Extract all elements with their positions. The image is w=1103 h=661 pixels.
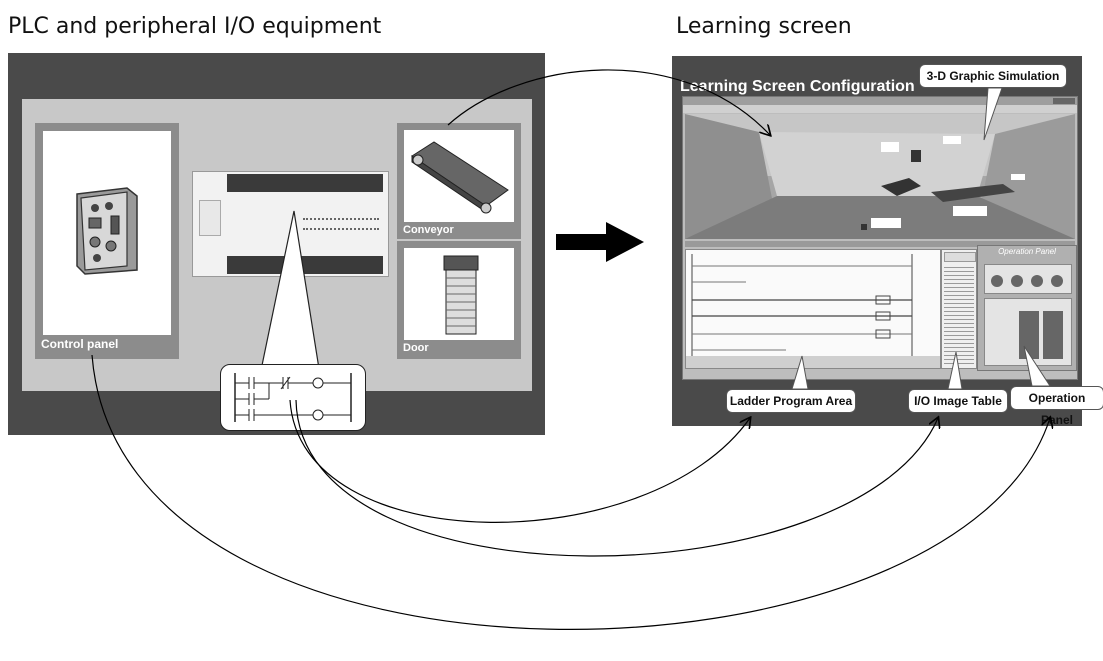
callout-3d-graphic-simulation: 3-D Graphic Simulation [919,64,1067,88]
conveyor-slot[interactable]: Conveyor [397,123,521,239]
dial-icon[interactable] [1011,275,1023,287]
control-panel-slot[interactable]: Control panel [35,123,179,359]
bottom-divider [685,241,1075,247]
dial-icon[interactable] [1031,275,1043,287]
plc-inner-panel: Control panel [22,99,532,431]
operation-panel-header: Operation Panel [998,247,1056,256]
simulation-window[interactable]: Operation Panel [682,96,1078,380]
conveyor-icon [411,141,509,214]
control-panel-image-area [43,131,171,335]
plc-front-cover [199,200,221,236]
dial-icon[interactable] [1051,275,1063,287]
door-slot[interactable]: Door [397,241,521,359]
io-table-header [944,252,976,262]
callout-pointers [791,87,1051,390]
switch-block[interactable] [1043,311,1063,359]
control-panel-label: Control panel [41,337,119,351]
ladder-diagram-icon [234,373,352,422]
callout-operation-panel: Operation Panel [1010,386,1103,427]
right-heading: Learning screen [676,14,852,39]
conveyor-label: Conveyor [403,224,454,236]
callout-io-image-table: I/O Image Table [908,389,1008,413]
learning-screen-frame: Learning Screen Configuration [672,56,1103,427]
control-panel-icon [76,187,138,275]
conveyor-image-area [404,130,514,222]
window-control-buttons[interactable] [1053,98,1075,104]
plc-bottom-terminal [227,256,383,274]
transform-arrow-icon [556,222,644,262]
operation-panel[interactable]: Operation Panel [977,245,1077,371]
plc-bottom-led-row [303,228,379,234]
learning-screen-title: Learning Screen Configuration [680,78,915,95]
plc-top-led-row [303,218,379,224]
callout-ladder-program-area: Ladder Program Area [726,389,856,413]
operation-dials[interactable] [984,264,1072,294]
ladder-program-rungs [691,254,913,362]
io-image-table[interactable] [941,249,977,369]
plc-top-terminal [227,174,383,192]
window-titlebar [683,97,1077,105]
plc-equipment-frame: Control panel [8,53,545,435]
door-label: Door [403,342,429,354]
ladder-toolbar[interactable] [686,356,940,368]
3d-scene [685,114,1075,239]
door-icon [443,255,479,335]
door-image-area [404,248,514,340]
ladder-program-area[interactable] [685,249,941,369]
3d-graphic-simulation-view[interactable] [685,114,1075,239]
window-menubar [683,105,1077,113]
dial-icon[interactable] [991,275,1003,287]
left-heading: PLC and peripheral I/O equipment [8,14,382,39]
io-table-cells [944,264,974,364]
